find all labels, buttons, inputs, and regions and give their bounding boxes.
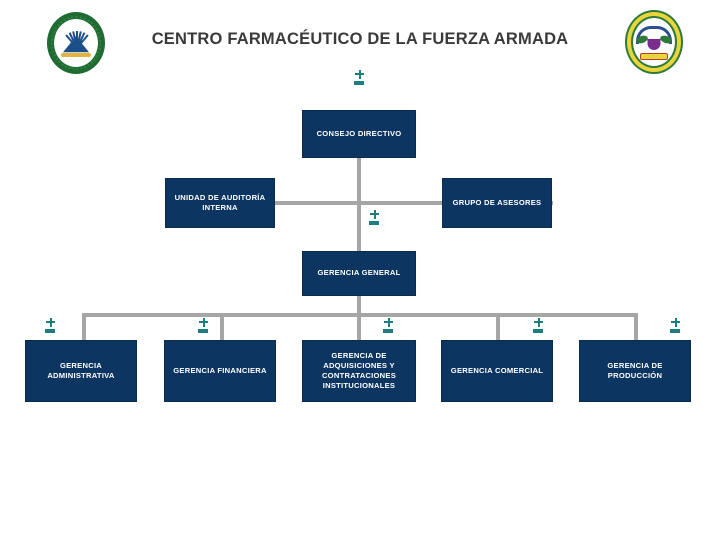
node-unidad-de-auditoria-interna[interactable]: UNIDAD DE AUDITORÍA INTERNA [165,178,275,228]
minus-icon[interactable] [533,329,543,333]
node-consejo-directivo[interactable]: CONSEJO DIRECTIVO [302,110,416,158]
node-gerencia-de-adquisiciones-y-contrataciones-institucionales[interactable]: GERENCIA DE ADQUISICIONES Y CONTRATACION… [302,340,416,402]
seal-arc-icon [636,26,672,44]
node-label: GERENCIA DE ADQUISICIONES Y CONTRATACION… [321,350,397,391]
connector-drop-gerencia-adquisiciones [357,313,361,341]
node-gerencia-administrativa[interactable]: GERENCIA ADMINISTRATIVA [25,340,137,402]
node-label: GERENCIA COMERCIAL [450,365,544,375]
seal-inner-field [631,16,677,68]
node-gerencia-financiera[interactable]: GERENCIA FINANCIERA [164,340,276,402]
plus-icon[interactable] [355,70,364,79]
el-salvador-coat-of-arms-icon [47,12,105,74]
plus-icon[interactable] [199,318,208,327]
minus-icon[interactable] [45,329,55,333]
plus-icon[interactable] [370,210,379,219]
plus-icon[interactable] [384,318,393,327]
institutional-seal-icon [625,10,683,74]
plus-icon[interactable] [671,318,680,327]
node-label: GERENCIA GENERAL [317,268,401,278]
minus-icon[interactable] [383,329,393,333]
connector-drop-gerencia-comercial [496,313,500,341]
triangle-icon [63,36,89,53]
node-label: UNIDAD DE AUDITORÍA INTERNA [174,192,266,212]
connector-staff-bar [165,201,553,205]
node-label: GERENCIA ADMINISTRATIVA [47,360,115,380]
connector-drop-gerencia-administrativa [82,313,86,341]
seal-mortar-icon [647,39,661,50]
node-grupo-de-asesores[interactable]: GRUPO DE ASESORES [442,178,552,228]
node-label: GERENCIA FINANCIERA [173,365,267,375]
minus-icon[interactable] [670,329,680,333]
toggle-consejo-directivo[interactable] [353,70,366,88]
toggle-gerencia-general[interactable] [368,210,381,228]
minus-icon[interactable] [198,329,208,333]
connector-gerencia-general-to-bus [357,296,361,315]
toggle-gerencia-administrativa[interactable] [44,318,57,336]
minus-icon[interactable] [369,221,379,225]
node-gerencia-general[interactable]: GERENCIA GENERAL [302,251,416,296]
toggle-gerencia-adquisiciones[interactable] [382,318,395,336]
node-gerencia-comercial[interactable]: GERENCIA COMERCIAL [441,340,553,402]
connector-drop-gerencia-financiera [220,313,224,341]
emblem-scroll [61,53,91,57]
connector-drop-gerencia-produccion [634,313,638,341]
page-title: CENTRO FARMACÉUTICO DE LA FUERZA ARMADA [151,30,569,48]
plus-icon[interactable] [46,318,55,327]
node-label: GERENCIA DE PRODUCCIÓN [607,360,663,380]
node-gerencia-de-produccion[interactable]: GERENCIA DE PRODUCCIÓN [579,340,691,402]
toggle-gerencia-produccion[interactable] [669,318,682,336]
emblem-inner-field [57,22,95,64]
toggle-gerencia-financiera[interactable] [197,318,210,336]
plus-icon[interactable] [534,318,543,327]
node-label: CONSEJO DIRECTIVO [316,128,402,138]
node-label: GRUPO DE ASESORES [452,197,542,207]
seal-banner [640,53,668,60]
minus-icon[interactable] [354,81,364,85]
toggle-gerencia-comercial[interactable] [532,318,545,336]
